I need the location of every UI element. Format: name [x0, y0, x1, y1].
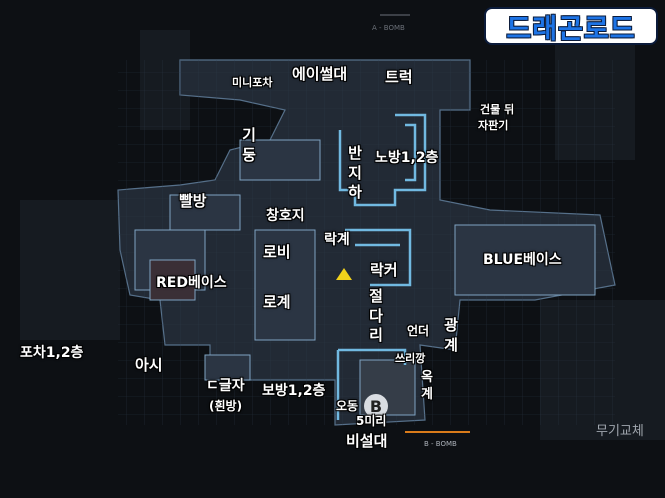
- weapon-change-label: 무기교체: [596, 424, 644, 439]
- callout-pillar-2: 둥: [242, 145, 256, 164]
- callout-pillar: 기 둥: [240, 126, 258, 165]
- callout-banji-1: 반: [348, 144, 362, 162]
- callout-ok-1: 옥: [421, 370, 433, 385]
- callout-biseol: 비설대: [346, 432, 388, 450]
- callout-jeoldari: 절 다 리: [367, 287, 385, 346]
- callout-gwang-2: 계: [444, 335, 458, 354]
- callout-banji: 반 지 하: [346, 144, 364, 203]
- map-title-badge: 드래곤로드: [484, 7, 658, 45]
- b-site-icon: B: [364, 394, 388, 418]
- a-bomb-marker: A - BOMB: [372, 24, 405, 32]
- callout-behind-building: 건물 뒤: [480, 103, 515, 116]
- callout-locker: 락커: [370, 261, 398, 279]
- callout-lobby: 로비: [263, 243, 291, 261]
- callout-dgeulja: ㄷ글자: [206, 378, 245, 394]
- callout-bobang: 보방1,2층: [262, 383, 326, 399]
- callout-jeoldari-3: 리: [369, 326, 383, 344]
- callout-under: 언더: [407, 324, 430, 338]
- callout-window: 창호지: [266, 208, 305, 224]
- callout-ok-2: 계: [421, 386, 433, 402]
- callout-gwang: 광 계: [442, 316, 460, 355]
- callout-okgye: 옥 계: [418, 370, 436, 404]
- callout-truck: 트럭: [385, 68, 413, 86]
- callout-odong: 오동: [336, 399, 359, 413]
- spawn-marker-icon: [336, 268, 352, 280]
- callout-five-miri: 5미리: [356, 414, 387, 428]
- callout-blue-base: BLUE베이스: [483, 252, 562, 268]
- callout-vending-machine: 자판기: [478, 119, 509, 132]
- callout-banji-2: 지: [348, 163, 362, 182]
- callout-gwang-1: 광: [444, 316, 458, 334]
- callout-a-base: 에이썰대: [292, 65, 348, 83]
- callout-red-base: RED베이스: [156, 275, 227, 291]
- callout-banji-3: 하: [348, 183, 362, 201]
- callout-norebang: 노방1,2층: [375, 150, 439, 166]
- callout-jeoldari-2: 다: [369, 306, 383, 325]
- callout-mini-pocha: 미니포차: [232, 76, 273, 89]
- callout-trash: 쓰리깡: [395, 352, 426, 365]
- callout-bbalbang: 빨방: [179, 192, 207, 210]
- callout-rogye: 로계: [263, 293, 291, 311]
- callout-pocha: 포차1,2층: [20, 345, 84, 361]
- glowing-walls: [336, 113, 427, 420]
- callout-hwinbang: (흰방): [209, 399, 243, 413]
- map-title: 드래곤로드: [506, 13, 636, 45]
- callout-rakgye: 락계: [324, 232, 350, 248]
- callout-asi: 아시: [135, 356, 163, 374]
- callout-pillar-1: 기: [242, 126, 256, 144]
- callout-jeoldari-1: 절: [369, 287, 383, 305]
- b-bomb-marker: B - BOMB: [424, 440, 457, 448]
